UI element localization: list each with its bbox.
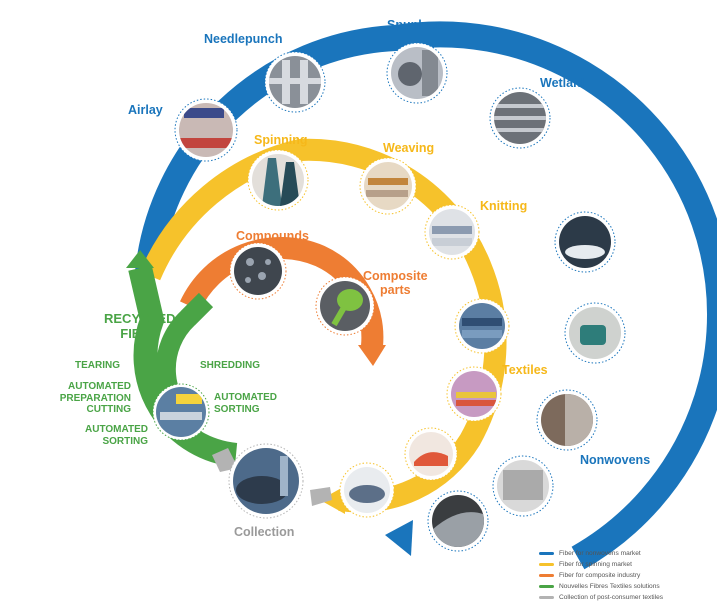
photo-insulation: [536, 389, 598, 451]
label-sorting-right-line1: AUTOMATED: [214, 392, 277, 403]
photo-collection: [228, 443, 304, 519]
legend-label-nft-solutions: Nouvelles Fibres Textiles solutions: [559, 582, 660, 590]
label-textiles: Textiles: [502, 363, 548, 377]
photo-compounds: [229, 242, 287, 300]
label-spunlace: Spunlace: [387, 18, 443, 32]
spinning-arrowhead: [320, 486, 345, 514]
label-weaving: Weaving: [383, 141, 435, 155]
photo-wetlaid: [489, 87, 551, 149]
legend-label-collection: Collection of post-consumer textiles: [559, 593, 664, 601]
label-compounds: Compounds: [236, 229, 309, 243]
label-sorting-left-line2: SORTING: [102, 435, 148, 447]
photo-airlay: [174, 98, 238, 162]
photo-filter: [492, 455, 554, 517]
label-recycled-line2: FIBER: [120, 325, 160, 341]
photo-textiles: [446, 366, 502, 422]
photo-gloves: [339, 462, 395, 518]
legend-item-nft-solutions: Nouvelles Fibres Textiles solutions: [539, 581, 714, 591]
legend-label-composite: Fiber for composite industry: [559, 571, 641, 579]
label-prep-line3: CUTTING: [86, 404, 131, 415]
legend-swatch-nonwovens: [539, 551, 554, 555]
label-nonwovens: Nonwovens: [580, 453, 651, 467]
label-needlepunch: Needlepunch: [204, 32, 283, 46]
legend: Fiber for nonwovens market Fiber for spi…: [539, 548, 714, 603]
label-recycled-fiber: RECYCLED FIBER: [104, 311, 176, 342]
label-wetlaid: Wetlaid: [540, 76, 585, 90]
photo-sneakers: [404, 427, 458, 481]
legend-item-nonwovens: Fiber for nonwovens market: [539, 548, 714, 558]
label-automated-sorting-left: AUTOMATED SORTING: [78, 424, 148, 447]
label-recycled-line1: RECYCLED: [104, 311, 176, 326]
photo-weaving: [359, 157, 417, 215]
photo-felt: [427, 490, 489, 552]
photo-spunlace: [386, 42, 448, 104]
label-airlay: Airlay: [128, 103, 163, 117]
label-composite-line1: Composite: [363, 269, 428, 283]
legend-label-spinning: Fiber for spinning market: [559, 560, 632, 568]
label-sorting-left-line1: AUTOMATED: [85, 424, 148, 435]
legend-item-spinning: Fiber for spinning market: [539, 559, 714, 569]
legend-swatch-collection: [539, 595, 554, 599]
nonwovens-arrowhead: [385, 520, 413, 556]
label-tearing: TEARING: [75, 360, 120, 371]
photo-composite-parts: [315, 276, 375, 336]
label-composite-line2: parts: [380, 283, 411, 298]
photo-spinning: [247, 149, 309, 211]
photo-car-interior: [554, 211, 616, 273]
label-sorting-right-line2: SORTING: [214, 403, 260, 415]
legend-swatch-spinning: [539, 562, 554, 566]
label-shredding: SHREDDING: [200, 360, 261, 371]
photo-armchair: [564, 302, 626, 364]
label-prep-line2: PREPARATION: [59, 392, 131, 404]
label-knitting: Knitting: [480, 199, 528, 213]
label-composite-parts: Composite parts: [363, 269, 428, 298]
photo-sorting: [152, 383, 210, 441]
legend-item-composite: Fiber for composite industry: [539, 570, 714, 580]
label-collection: Collection: [234, 525, 295, 539]
composite-arrowhead: [358, 345, 386, 366]
collection-arrow-left: [212, 448, 238, 472]
label-automated-sorting-right: AUTOMATED SORTING: [214, 392, 277, 415]
legend-swatch-nft-solutions: [539, 584, 554, 588]
photo-knitting: [424, 204, 480, 260]
legend-label-nonwovens: Fiber for nonwovens market: [559, 549, 641, 557]
legend-item-collection: Collection of post-consumer textiles: [539, 592, 714, 602]
collection-band: [212, 448, 332, 506]
photo-jeans: [454, 298, 510, 354]
label-prep-line1: AUTOMATED: [68, 381, 131, 392]
label-spinning: Spinning: [254, 133, 308, 147]
collection-arrow-right: [310, 487, 332, 506]
label-automated-preparation-cutting: AUTOMATED PREPARATION CUTTING: [58, 381, 131, 416]
recycled-arrowhead: [126, 250, 154, 268]
photo-needlepunch: [264, 51, 326, 113]
legend-swatch-composite: [539, 573, 554, 577]
